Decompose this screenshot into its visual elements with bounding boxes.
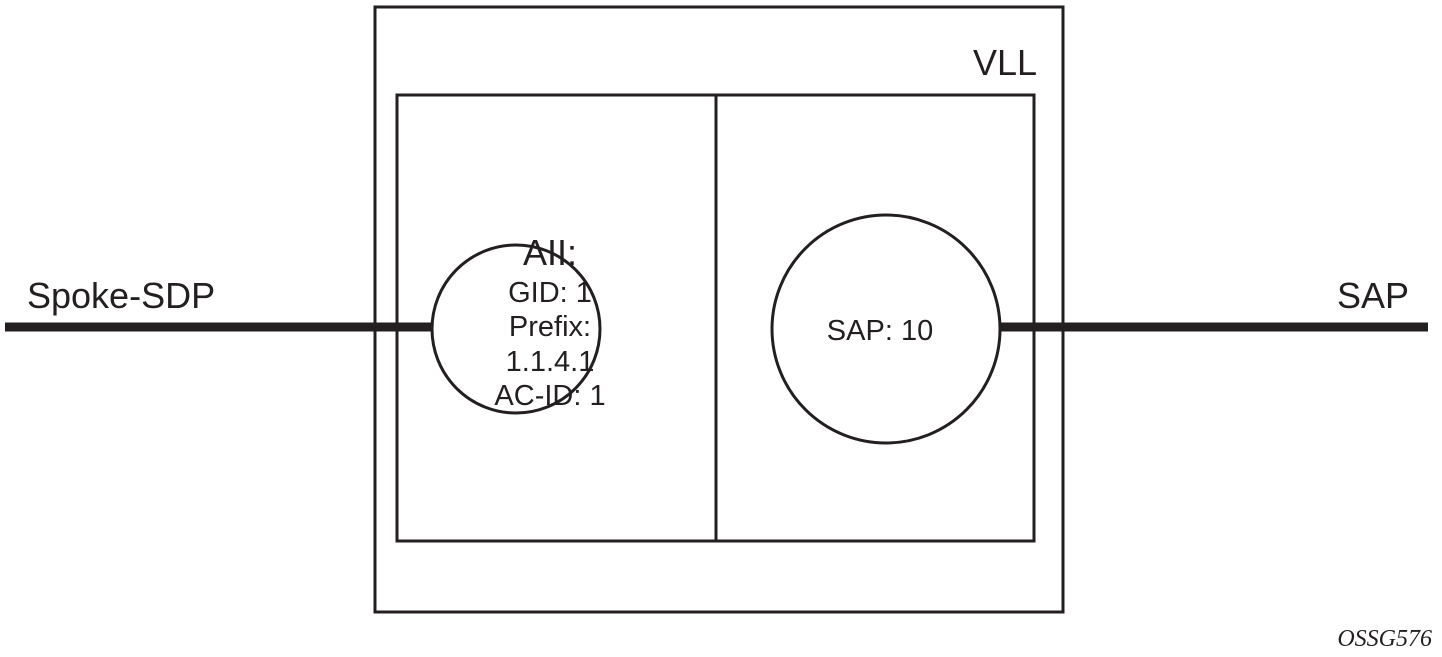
aii-ac-id: AC-ID: 1	[494, 380, 605, 412]
aii-gid: GID: 1	[508, 277, 592, 309]
spoke-sdp-label: Spoke-SDP	[27, 275, 215, 316]
sap-circle-label: SAP: 10	[827, 315, 933, 347]
vll-label: VLL	[973, 42, 1037, 83]
sap-line-label: SAP	[1337, 275, 1409, 316]
aii-heading: AII:	[523, 232, 577, 273]
aii-prefix-value: 1.1.4.1	[506, 346, 595, 378]
figure-id: OSSG576	[1337, 626, 1432, 652]
sap-circle	[770, 213, 1002, 445]
aii-circle	[430, 243, 602, 415]
aii-prefix-label: Prefix:	[509, 311, 591, 343]
vll-outer-box	[373, 5, 1065, 614]
